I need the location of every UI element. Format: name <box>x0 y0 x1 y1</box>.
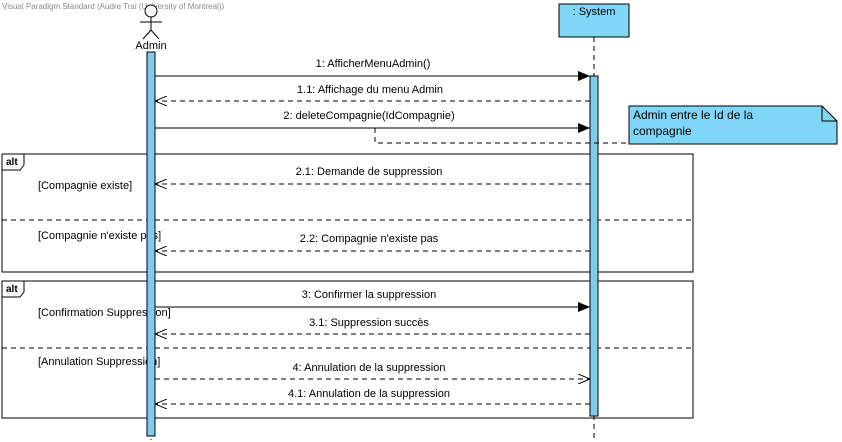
fragment-operator-label: alt <box>6 284 18 295</box>
system-head <box>558 3 630 38</box>
message-compagnie-n-existe-pas[interactable]: 2.2: Compagnie n'existe pas <box>155 233 590 251</box>
system-name: : System <box>573 6 616 18</box>
message-label: 4: Annulation de la suppression <box>293 362 446 374</box>
activation-bar <box>589 75 599 417</box>
message-label: 1: AfficherMenuAdmin() <box>316 58 431 70</box>
actor-icon <box>140 4 162 40</box>
message-label: 2.1: Demande de suppression <box>296 166 443 178</box>
activation-bar <box>146 51 156 437</box>
lifeline-system[interactable]: : System <box>558 3 630 440</box>
lifeline-admin[interactable]: Admin <box>135 4 167 440</box>
message-annulation-suppression[interactable]: 4: Annulation de la suppression <box>155 362 590 379</box>
message-label: 3.1: Suppression succès <box>309 317 429 329</box>
actor-name: Admin <box>135 40 166 52</box>
guard-compagnie-n-existe-pas: [Compagnie n'existe pas] <box>38 230 161 242</box>
message-afficher-menu-admin[interactable]: 1: AfficherMenuAdmin() <box>155 58 590 81</box>
message-demande-suppression[interactable]: 2.1: Demande de suppression <box>155 166 590 184</box>
message-label: 2: deleteCompagnie(IdCompagnie) <box>283 110 454 122</box>
note-fold <box>821 106 837 122</box>
note-line-1: Admin entre le Id de la <box>633 108 753 122</box>
note-anchor-line <box>374 128 629 144</box>
message-confirmer-suppression[interactable]: 3: Confirmer la suppression <box>155 289 590 312</box>
note[interactable]: Admin entre le Id de la compagnie <box>374 105 838 145</box>
watermark-text: Visual Paradigm Standard (Audre Trai (Un… <box>2 2 225 11</box>
fragment-operator-label: alt <box>6 157 18 168</box>
guard-confirmation-suppression: [Confirmation Suppression] <box>38 307 171 319</box>
message-label: 4.1: Annulation de la suppression <box>288 388 450 400</box>
guard-compagnie-existe: [Compagnie existe] <box>38 180 132 192</box>
message-delete-compagnie[interactable]: 2: deleteCompagnie(IdCompagnie) <box>155 110 590 133</box>
message-label: 2.2: Compagnie n'existe pas <box>300 233 439 245</box>
note-line-2: compagnie <box>633 124 692 138</box>
message-annulation-suppression-return[interactable]: 4.1: Annulation de la suppression <box>155 388 590 404</box>
alt-fragment-2[interactable]: alt [Confirmation Suppression] [Annulati… <box>1 280 694 419</box>
alt-fragment-1[interactable]: alt [Compagnie existe] [Compagnie n'exis… <box>1 153 694 273</box>
note-box <box>628 105 838 145</box>
message-suppression-succes[interactable]: 3.1: Suppression succès <box>155 317 590 334</box>
message-label: 3: Confirmer la suppression <box>302 289 437 301</box>
guard-annulation-suppression: [Annulation Suppression] <box>38 356 160 368</box>
message-affichage-menu-admin[interactable]: 1.1: Affichage du menu Admin <box>155 84 590 101</box>
message-label: 1.1: Affichage du menu Admin <box>297 84 443 96</box>
